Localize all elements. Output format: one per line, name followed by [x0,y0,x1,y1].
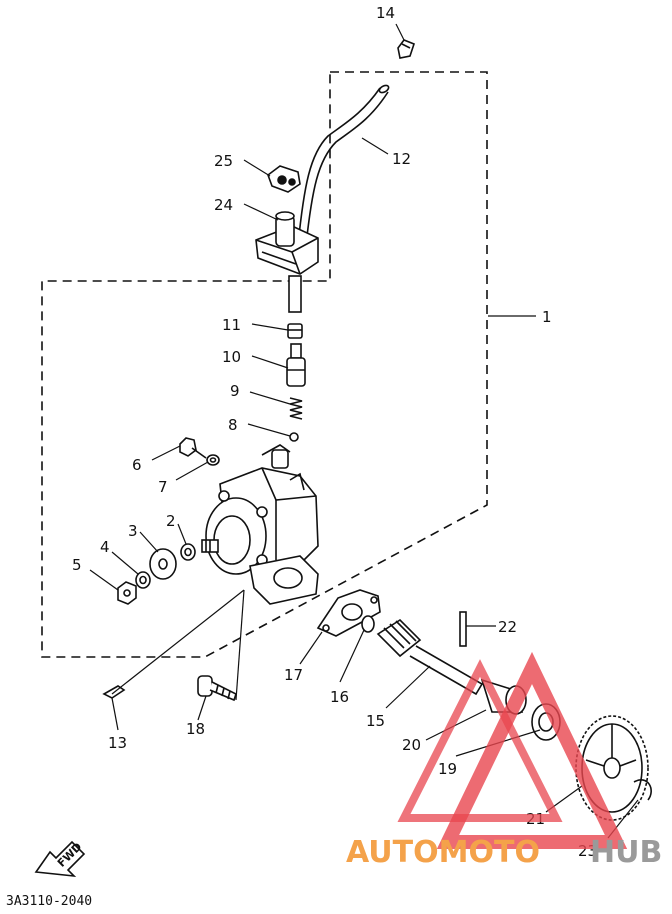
part-7-washer [206,454,220,466]
callout-24: 24 [214,196,233,214]
callout-17: 17 [284,666,303,684]
part-8-ball [289,432,299,442]
callout-4: 4 [100,538,110,556]
callout-labels: 1 2 3 4 5 6 7 8 9 10 11 12 13 14 15 16 1… [72,4,597,860]
callout-15: 15 [366,712,385,730]
part-18-screw [197,675,237,702]
callout-8: 8 [228,416,238,434]
part-11-sleeve [287,323,303,339]
part-4-spring-washer [135,571,151,589]
part-22-pin [459,611,467,647]
callout-16: 16 [330,688,349,706]
part-2-washer [180,543,196,561]
part-5-nut [117,581,137,605]
oil-pump-body [201,444,319,605]
part-10-union-bolt [286,343,306,387]
callout-18: 18 [186,720,205,738]
callout-20: 20 [402,736,421,754]
part-25-clip [267,165,301,193]
callout-12: 12 [392,150,411,168]
callout-25: 25 [214,152,233,170]
drawing-code: 3A3110-2040 [6,894,92,909]
callout-7: 7 [158,478,168,496]
watermark: AUTOMOTO HUB [346,651,662,870]
watermark-brand-part1: AUTOMOTO [346,835,540,870]
callout-19: 19 [438,760,457,778]
watermark-inner-triangle-icon [397,659,563,822]
watermark-triangle-icon [436,651,628,849]
part-16-o-ring [361,615,375,633]
part-14-cap [397,39,415,59]
part-15-drive-shaft [376,618,484,696]
part-17-gasket [316,589,381,637]
connector-tube [288,275,302,313]
watermark-brand-part2: HUB [590,835,662,870]
callout-9: 9 [230,382,240,400]
part-9-spring [289,397,303,420]
callout-2: 2 [166,512,176,530]
callout-3: 3 [128,522,138,540]
part-6-bolt [179,437,207,459]
callout-22: 22 [498,618,517,636]
oil-delivery-pipe [297,84,390,246]
callout-10: 10 [222,348,241,366]
callout-13: 13 [108,734,127,752]
callout-11: 11 [222,316,241,334]
part-23-circlip [633,779,652,801]
callout-6: 6 [132,456,142,474]
assembly-boundary [41,71,488,658]
part-13-clip [102,685,126,699]
part-3-plate-washer [149,548,177,580]
callout-14: 14 [376,4,395,22]
fwd-arrow: FWD [34,840,86,878]
part-24-pipe-block [255,211,319,275]
callout-1: 1 [542,308,552,326]
callout-5: 5 [72,556,82,574]
